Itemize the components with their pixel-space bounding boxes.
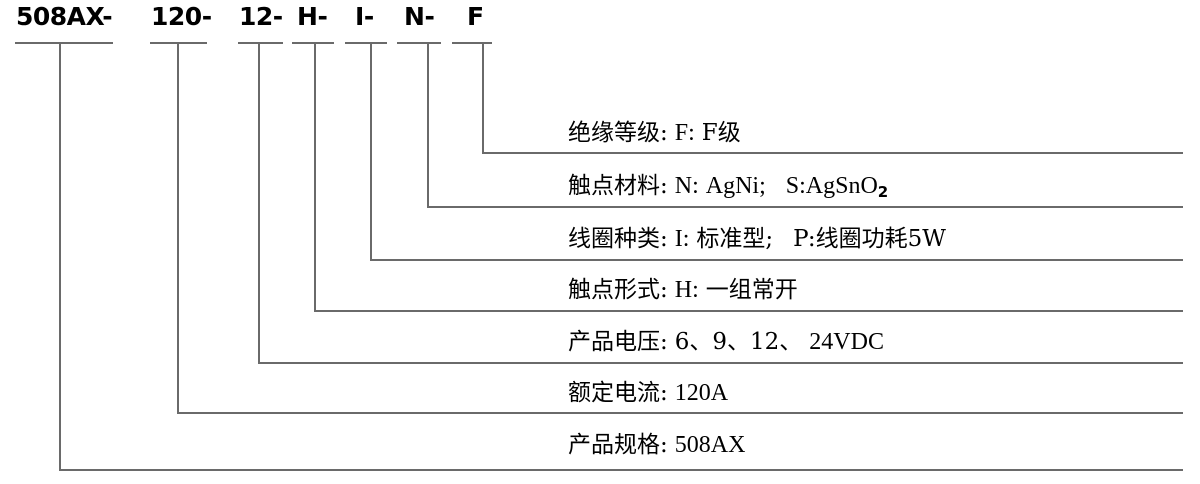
description-row-current: 额定电流:120A	[568, 380, 728, 406]
part-number-code-4: H	[297, 2, 318, 31]
description-row-coil-type: 线圈种类:I:标准型; P:线圈功耗5W	[568, 226, 946, 252]
part-number-segment-7: F	[467, 2, 484, 32]
description-value-current: 120A	[674, 380, 729, 406]
leader-vertical-f	[482, 42, 484, 154]
leader-vertical-h	[314, 42, 316, 312]
part-number-separator-6: -	[424, 2, 435, 31]
part-number-separator-3: -	[272, 2, 283, 31]
segment-underline-1	[15, 42, 113, 44]
description-value-model: 508AX	[674, 432, 746, 458]
description-label-model: 产品规格:	[568, 432, 668, 458]
description-value-insulation-code: F:	[674, 120, 695, 146]
leader-vertical-model	[59, 42, 61, 470]
part-number-segment-3: 12-	[239, 2, 283, 32]
description-label-insulation: 绝缘等级:	[568, 120, 668, 146]
description-value-coil-type-code: I:	[674, 226, 690, 252]
description-value-coil-type-power: P:线圈功耗5W	[793, 226, 946, 252]
leader-horizontal-h	[314, 310, 1183, 312]
segment-underline-4	[292, 42, 334, 44]
leader-vertical-n	[427, 42, 429, 208]
leader-horizontal-i	[370, 259, 1183, 261]
description-label-current: 额定电流:	[568, 380, 668, 406]
description-value-voltage-list: 6、9、12、	[674, 329, 803, 355]
description-label-coil-type: 线圈种类:	[568, 226, 668, 252]
description-value-contact-material-code: N:	[674, 173, 699, 199]
description-value-voltage-unit: 24VDC	[809, 329, 884, 355]
description-value-insulation-class: F级	[701, 120, 741, 146]
description-value-coil-type-standard: 标准型;	[696, 226, 774, 252]
leader-horizontal-n	[427, 206, 1183, 208]
part-number-segment-2: 120-	[151, 2, 212, 32]
part-number-separator-1: -	[102, 2, 113, 31]
segment-underline-7	[452, 42, 492, 44]
description-value-contact-material-agsno2: S:AgSnO2	[785, 173, 889, 201]
leader-vertical-i	[370, 42, 372, 261]
part-number-separator-4: -	[317, 2, 328, 31]
leader-horizontal-current	[177, 412, 1183, 414]
part-number-code-5: I	[355, 2, 364, 31]
description-row-contact-material: 触点材料:N:AgNi; S:AgSnO2	[568, 173, 888, 205]
leader-horizontal-model	[59, 469, 1183, 471]
part-number-separator-2: -	[201, 2, 212, 31]
part-number-code-6: N	[404, 2, 425, 31]
description-label-contact-material: 触点材料:	[568, 173, 668, 199]
segment-underline-5	[345, 42, 387, 44]
part-number-code-2: 120	[151, 2, 202, 31]
segment-underline-6	[397, 42, 441, 44]
part-number-segment-1: 508AX-	[16, 2, 113, 32]
part-number-separator-5: -	[363, 2, 374, 31]
part-number-code-3: 12	[239, 2, 273, 31]
subscript-two: 2	[877, 183, 889, 201]
part-number-segment-5: I-	[355, 2, 374, 32]
leader-vertical-voltage	[258, 42, 260, 364]
description-value-contact-form-code: H:	[674, 277, 699, 303]
leader-vertical-current	[177, 42, 179, 414]
part-number-segment-6: N-	[404, 2, 435, 32]
segment-underline-3	[238, 42, 283, 44]
part-number-segment-4: H-	[297, 2, 328, 32]
description-row-model: 产品规格:508AX	[568, 432, 745, 458]
description-row-insulation: 绝缘等级:F:F级	[568, 120, 741, 146]
description-value-contact-form-desc: 一组常开	[705, 277, 798, 303]
leader-horizontal-f	[482, 152, 1183, 154]
description-label-voltage: 产品电压:	[568, 329, 668, 355]
description-row-voltage: 产品电压:6、9、12、24VDC	[568, 329, 884, 355]
description-label-contact-form: 触点形式:	[568, 277, 668, 303]
part-number-code-1: 508AX	[16, 2, 103, 31]
leader-horizontal-voltage	[258, 362, 1183, 364]
part-number-code-7: F	[467, 2, 484, 31]
description-value-contact-material-agni: AgNi;	[705, 173, 766, 199]
description-row-contact-form: 触点形式:H:一组常开	[568, 277, 798, 303]
part-number-row: 508AX- 120- 12- H- I- N- F	[0, 0, 1200, 46]
